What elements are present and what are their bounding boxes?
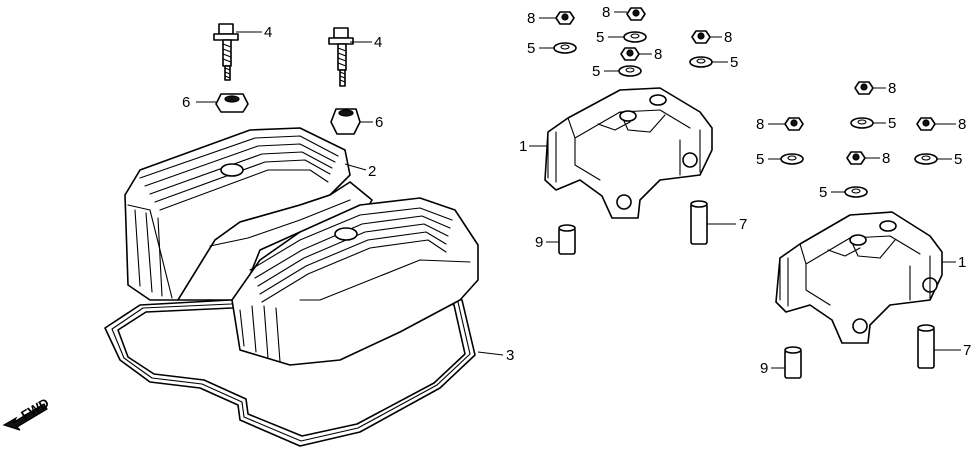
callout-washer-d: 5: [730, 54, 738, 71]
callout-nut-e: 8: [888, 80, 896, 97]
callout-dowel-right-long: 7: [963, 342, 971, 359]
callout-bolt-left: 4: [264, 24, 272, 41]
callout-washer-b: 5: [596, 29, 604, 46]
callout-nut-c: 8: [654, 46, 662, 63]
dowel-pin-left-long: [690, 200, 708, 245]
washer-b: [623, 31, 647, 43]
washer-a: [553, 42, 577, 54]
callout-dowel-left-long: 7: [739, 216, 747, 233]
callout-washer-g: 5: [954, 151, 962, 168]
callout-washer-a: 5: [527, 40, 535, 57]
washer-d: [689, 56, 713, 68]
dowel-pin-right-short: [784, 346, 802, 379]
callout-nut-a: 8: [527, 10, 535, 27]
cover-bolt-right: [328, 27, 354, 87]
cap-nut-g: [916, 117, 936, 131]
dowel-pin-right-long: [917, 324, 935, 369]
callout-holder-left: 1: [519, 138, 527, 155]
cap-nut-a: [555, 11, 575, 25]
callout-gasket: 3: [506, 347, 514, 364]
bolt-seal-left: [215, 93, 249, 113]
callout-nut-b: 8: [602, 4, 610, 21]
cap-nut-h: [846, 151, 866, 165]
callout-seal-right: 6: [375, 114, 383, 131]
callout-bolt-right: 4: [374, 34, 382, 51]
callout-cover: 2: [368, 163, 376, 180]
dowel-pin-left-short: [558, 224, 576, 255]
bolt-seal-right: [330, 108, 361, 135]
cap-nut-d: [691, 30, 711, 44]
cap-nut-f: [784, 117, 804, 131]
callout-dowel-right-short: 9: [760, 360, 768, 377]
cover-bolt-left: [213, 23, 239, 81]
camshaft-holder-left: [544, 87, 713, 219]
forward-direction-arrow: FWD: [2, 395, 51, 431]
callout-washer-c: 5: [592, 63, 600, 80]
washer-c: [618, 65, 642, 77]
leader-lines: [196, 11, 961, 369]
callout-dowel-left-short: 9: [535, 234, 543, 251]
callout-holder-right: 1: [958, 254, 966, 271]
callout-washer-e: 5: [888, 115, 896, 132]
callout-nut-d: 8: [724, 29, 732, 46]
callout-nut-g: 8: [958, 116, 966, 133]
callout-nut-f: 8: [756, 116, 764, 133]
cap-nut-e: [854, 81, 874, 95]
camshaft-holder-right: [775, 211, 943, 344]
callout-labels: 4 4 6 6 2 3 1 1 9 7 9 7 8 5 8 5 8 5 8 5 …: [182, 4, 971, 377]
cylinder-head-cover: [124, 127, 479, 366]
callout-washer-h: 5: [819, 184, 827, 201]
washer-g: [914, 153, 938, 165]
cap-nut-b: [626, 7, 646, 21]
callout-washer-f: 5: [756, 151, 764, 168]
forward-label: FWD: [18, 395, 51, 423]
washer-h: [844, 186, 868, 198]
washer-f: [780, 153, 804, 165]
washer-e: [850, 117, 874, 129]
cap-nut-c: [620, 47, 640, 61]
callout-nut-h: 8: [882, 150, 890, 167]
callout-seal-left: 6: [182, 94, 190, 111]
